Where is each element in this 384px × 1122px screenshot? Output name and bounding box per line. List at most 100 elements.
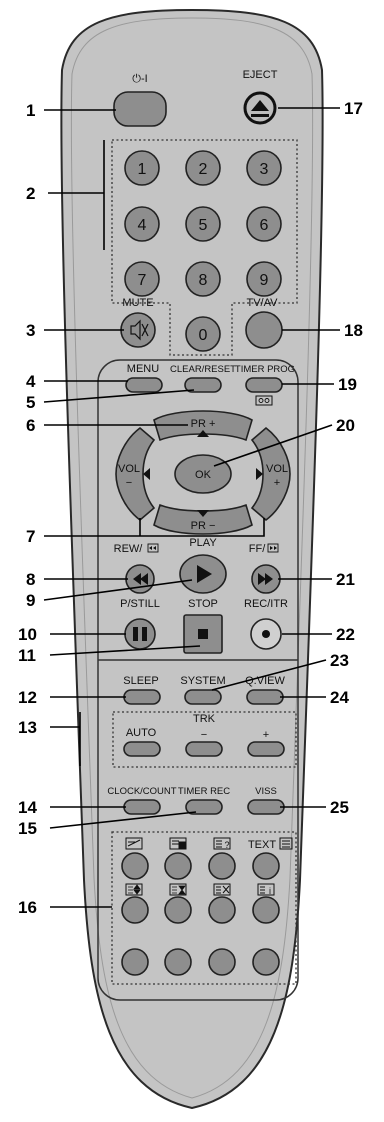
- tvav-button[interactable]: [245, 311, 283, 349]
- auto-label: AUTO: [126, 727, 157, 739]
- text-label: TEXT: [248, 839, 276, 851]
- digit-label-3: 3: [260, 161, 269, 178]
- leader-9: [43, 579, 193, 601]
- digit-button-6[interactable]: [246, 206, 282, 242]
- play-icon: [197, 565, 212, 583]
- digit-button-7[interactable]: [124, 261, 160, 297]
- clear-reset-button[interactable]: [184, 377, 222, 393]
- system-button[interactable]: [184, 689, 222, 705]
- qview-button[interactable]: [246, 689, 284, 705]
- clock-count-button[interactable]: [123, 799, 161, 815]
- digit-label-1: 1: [138, 161, 147, 178]
- teletext-color-button-3[interactable]: [208, 948, 236, 976]
- cassette-icon-reel-left: [258, 398, 264, 403]
- timer-prog-label: TIMER PROG: [235, 364, 295, 375]
- teletext-button-7[interactable]: [208, 896, 236, 924]
- qview-label: Q.VIEW: [245, 675, 285, 687]
- digit-button-9[interactable]: [246, 261, 282, 297]
- timer-prog-button[interactable]: [245, 377, 283, 393]
- callout-22: 22: [336, 625, 355, 644]
- callout-25: 25: [330, 798, 349, 817]
- system-label: SYSTEM: [180, 675, 225, 687]
- eject-label: EJECT: [243, 69, 278, 81]
- teletext-mode-icon: [169, 837, 187, 850]
- trk-minus-label: −: [201, 729, 207, 741]
- auto-button[interactable]: [123, 741, 161, 757]
- pr-plus-button[interactable]: [153, 410, 253, 442]
- callout-7: 7: [26, 527, 35, 546]
- stop-label: STOP: [188, 598, 218, 610]
- digit-button-0[interactable]: [185, 316, 221, 352]
- trk-minus-button[interactable]: [185, 741, 223, 757]
- rew-label: REW/: [114, 543, 144, 555]
- vol-left-label: VOL: [118, 463, 140, 475]
- digit-button-2[interactable]: [185, 150, 221, 186]
- pause-icon: [133, 627, 147, 641]
- callout-20: 20: [336, 416, 355, 435]
- trk-dotted-frame: [112, 711, 297, 768]
- svg-text:?: ?: [224, 840, 229, 850]
- rew-icon: [133, 573, 148, 585]
- teletext-color-button-4[interactable]: [252, 948, 280, 976]
- pstill-button[interactable]: [124, 618, 156, 650]
- timer-rec-button[interactable]: [185, 799, 223, 815]
- pr-minus-label: PR −: [191, 520, 216, 532]
- mute-button[interactable]: [120, 312, 156, 348]
- callout-5: 5: [26, 393, 35, 412]
- vol-right-button[interactable]: [250, 426, 291, 522]
- teletext-text-icon-lines: [282, 840, 290, 848]
- vis-button[interactable]: [247, 799, 285, 815]
- digit-button-5[interactable]: [185, 206, 221, 242]
- record-dot-icon: [262, 630, 270, 638]
- callout-17: 17: [344, 99, 363, 118]
- callout-12: 12: [18, 688, 37, 707]
- teletext-button-5[interactable]: [121, 896, 149, 924]
- callout-19: 19: [338, 375, 357, 394]
- teletext-button-8[interactable]: [252, 896, 280, 924]
- callout-2: 2: [26, 184, 35, 203]
- vol-left-minus: −: [126, 477, 132, 489]
- clear-reset-label: CLEAR/RESET: [170, 364, 236, 375]
- teletext-cancel-icon: [213, 883, 231, 896]
- digit-button-3[interactable]: [246, 150, 282, 186]
- ff-label-icon-arrows: [270, 546, 277, 550]
- cassette-icon: [255, 395, 273, 406]
- digit-label-7: 7: [138, 272, 147, 289]
- trk-plus-button[interactable]: [247, 741, 285, 757]
- callout-23: 23: [330, 651, 349, 670]
- menu-button[interactable]: [125, 377, 163, 393]
- digit-button-1[interactable]: [124, 150, 160, 186]
- teletext-dotted-frame: [111, 831, 297, 985]
- callout-10: 10: [18, 625, 37, 644]
- teletext-color-button-2[interactable]: [164, 948, 192, 976]
- digit-label-2: 2: [199, 161, 208, 178]
- pr-minus-button[interactable]: [153, 503, 253, 535]
- digit-label-8: 8: [199, 272, 208, 289]
- sleep-button[interactable]: [123, 689, 161, 705]
- teletext-color-button-1[interactable]: [121, 948, 149, 976]
- teletext-hold-icon: [169, 883, 187, 896]
- ff-icon: [258, 573, 273, 585]
- leader-7: [44, 518, 265, 537]
- vol-right-arrow-icon: [256, 468, 263, 480]
- teletext-button-1[interactable]: [121, 852, 149, 880]
- digit-label-4: 4: [138, 217, 147, 234]
- vol-left-button[interactable]: [115, 426, 156, 522]
- teletext-button-3[interactable]: [208, 852, 236, 880]
- clock-count-label: CLOCK/COUNT: [107, 786, 176, 797]
- play-label: PLAY: [189, 537, 217, 549]
- teletext-size-icon: [125, 883, 143, 896]
- digit-button-4[interactable]: [124, 206, 160, 242]
- callout-18: 18: [344, 321, 363, 340]
- lower-panel-frame: [97, 359, 299, 1001]
- leader-13: [50, 712, 81, 766]
- leader-20: [213, 424, 333, 467]
- teletext-button-6[interactable]: [164, 896, 192, 924]
- digit-button-8[interactable]: [185, 261, 221, 297]
- power-button[interactable]: [113, 91, 167, 127]
- leader-2: [48, 140, 105, 250]
- teletext-button-4[interactable]: [252, 852, 280, 880]
- teletext-button-2[interactable]: [164, 852, 192, 880]
- trk-plus-label: +: [263, 729, 269, 741]
